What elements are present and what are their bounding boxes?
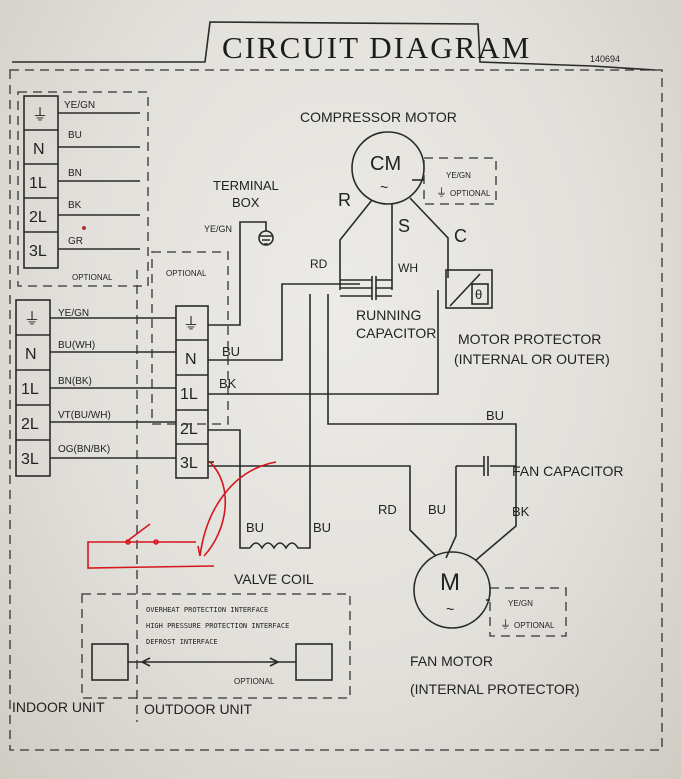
indoor-terminal-top-optional-box — [17, 91, 149, 287]
running-capacitor-icon — [371, 276, 377, 300]
optional-label: OPTIONAL — [72, 273, 113, 282]
wire-label: YE/GN — [508, 599, 533, 608]
diagram-title: CIRCUIT DIAGRAM — [222, 30, 531, 65]
fan-motor-label: (INTERNAL PROTECTOR) — [410, 681, 580, 697]
wire-label: VT(BU/WH) — [58, 410, 111, 421]
compressor-label: COMPRESSOR MOTOR — [300, 109, 457, 125]
wire-label: OG(BN/BK) — [58, 444, 110, 455]
thermal-symbol: θ — [475, 287, 482, 302]
outdoor-terminal: ⏚ N 1L 2L 3L — [175, 305, 209, 479]
terminal-label: 1L — [21, 381, 39, 398]
indoor-unit-label: INDOOR UNIT — [12, 699, 105, 715]
wire-1l — [208, 290, 439, 395]
wire-label: BN — [68, 168, 82, 179]
ground-icon: ⏚ — [500, 618, 511, 631]
running-capacitor-label: CAPACITOR — [356, 325, 436, 341]
protection-interface-box — [81, 593, 351, 699]
interface-label: HIGH PRESSURE PROTECTION INTERFACE — [146, 622, 289, 630]
motor-protector-icon — [445, 269, 493, 309]
compressor-symbol: CM — [370, 153, 401, 175]
terminal-label: N — [33, 141, 45, 158]
wire-label: BU — [428, 502, 446, 517]
terminal-label: 2L — [180, 421, 198, 438]
optional-label: OPTIONAL — [234, 677, 275, 686]
wire-label: YE/GN — [446, 171, 471, 180]
outdoor-interface-port — [295, 643, 333, 681]
fan-motor-label: FAN MOTOR — [410, 653, 493, 669]
ground-icon: ⏚ — [32, 106, 48, 124]
ac-symbol-icon: ~ — [446, 601, 454, 617]
wire-label: GR — [68, 236, 83, 247]
fan-motor-symbol: M — [440, 569, 460, 596]
wire-label: BU — [246, 520, 264, 535]
ground-icon: ⏚ — [436, 186, 447, 199]
wire-label: BK — [512, 504, 530, 519]
optional-label: OPTIONAL — [450, 189, 491, 198]
terminal-r-label: R — [338, 190, 351, 210]
outdoor-terminal-optional-box — [151, 251, 229, 425]
wire-label: BN(BK) — [58, 376, 92, 387]
wire-label: YE/GN — [204, 224, 232, 234]
interface-label: OVERHEAT PROTECTION INTERFACE — [146, 606, 268, 614]
terminal-box-label: TERMINAL — [213, 178, 279, 193]
terminal-s-label: S — [398, 216, 410, 236]
terminal-label: N — [185, 351, 197, 368]
wire-n — [208, 283, 360, 361]
ac-symbol-icon: ~ — [380, 179, 388, 195]
terminal-label: 2L — [21, 416, 39, 433]
outdoor-unit-label: OUTDOOR UNIT — [144, 701, 253, 717]
interconnect-wires — [50, 317, 176, 459]
fan-capacitor-label: FAN CAPACITOR — [512, 463, 624, 479]
terminal-box-label: BOX — [232, 195, 260, 210]
terminal-label: N — [25, 346, 37, 363]
outer-boundary — [9, 69, 663, 751]
terminal-label: 3L — [180, 455, 198, 472]
wire-label: RD — [378, 502, 397, 517]
ground-icon: ⏚ — [24, 310, 40, 328]
wire-label: BU — [486, 408, 504, 423]
interface-link-arrow — [128, 657, 296, 667]
title-frame — [12, 21, 656, 71]
terminal-label: 2L — [29, 209, 47, 226]
wire-label: RD — [310, 257, 328, 271]
motor-protector-label: (INTERNAL OR OUTER) — [454, 351, 610, 367]
valve-coil-icon — [249, 294, 311, 550]
wire-label: BU — [222, 344, 240, 359]
terminal-c-label: C — [454, 226, 467, 246]
terminal-label: 3L — [29, 243, 47, 260]
compressor-ground-optional-box — [423, 157, 497, 205]
terminal-label: 1L — [180, 386, 198, 403]
motor-protector-label: MOTOR PROTECTOR — [458, 331, 601, 347]
wire-label: BK — [68, 200, 82, 211]
optional-label: OPTIONAL — [166, 269, 207, 278]
part-code: 140694 — [590, 54, 620, 64]
ground-icon: ⏚ — [183, 315, 199, 333]
wire-label: BU — [68, 130, 82, 141]
wire-label: YE/GN — [58, 308, 89, 319]
terminal-label: 1L — [29, 175, 47, 192]
wire-label: BU — [313, 520, 331, 535]
wire-fan-bu — [327, 294, 517, 466]
indoor-interface-port — [91, 643, 129, 681]
wire-label: YE/GN — [64, 100, 95, 111]
terminal-box-ground-icon — [258, 230, 274, 246]
fan-capacitor-icon — [456, 456, 516, 476]
terminal-label: 3L — [21, 451, 39, 468]
wire-label: BK — [219, 376, 237, 391]
wire-label: WH — [398, 261, 418, 275]
red-handdrawn-annotation — [87, 461, 277, 569]
interface-label: DEFROST INTERFACE — [146, 638, 218, 646]
fan-ground-optional-box — [489, 587, 567, 637]
wire-label: BU(WH) — [58, 340, 95, 351]
valve-coil-label: VALVE COIL — [234, 571, 314, 587]
optional-label: OPTIONAL — [514, 621, 555, 630]
indoor-terminal-top: ⏚ N 1L 2L 3L YE/GN BU BN BK GR OPTIONAL — [23, 95, 140, 282]
running-capacitor-label: RUNNING — [356, 307, 421, 323]
wire-2l — [208, 429, 250, 549]
